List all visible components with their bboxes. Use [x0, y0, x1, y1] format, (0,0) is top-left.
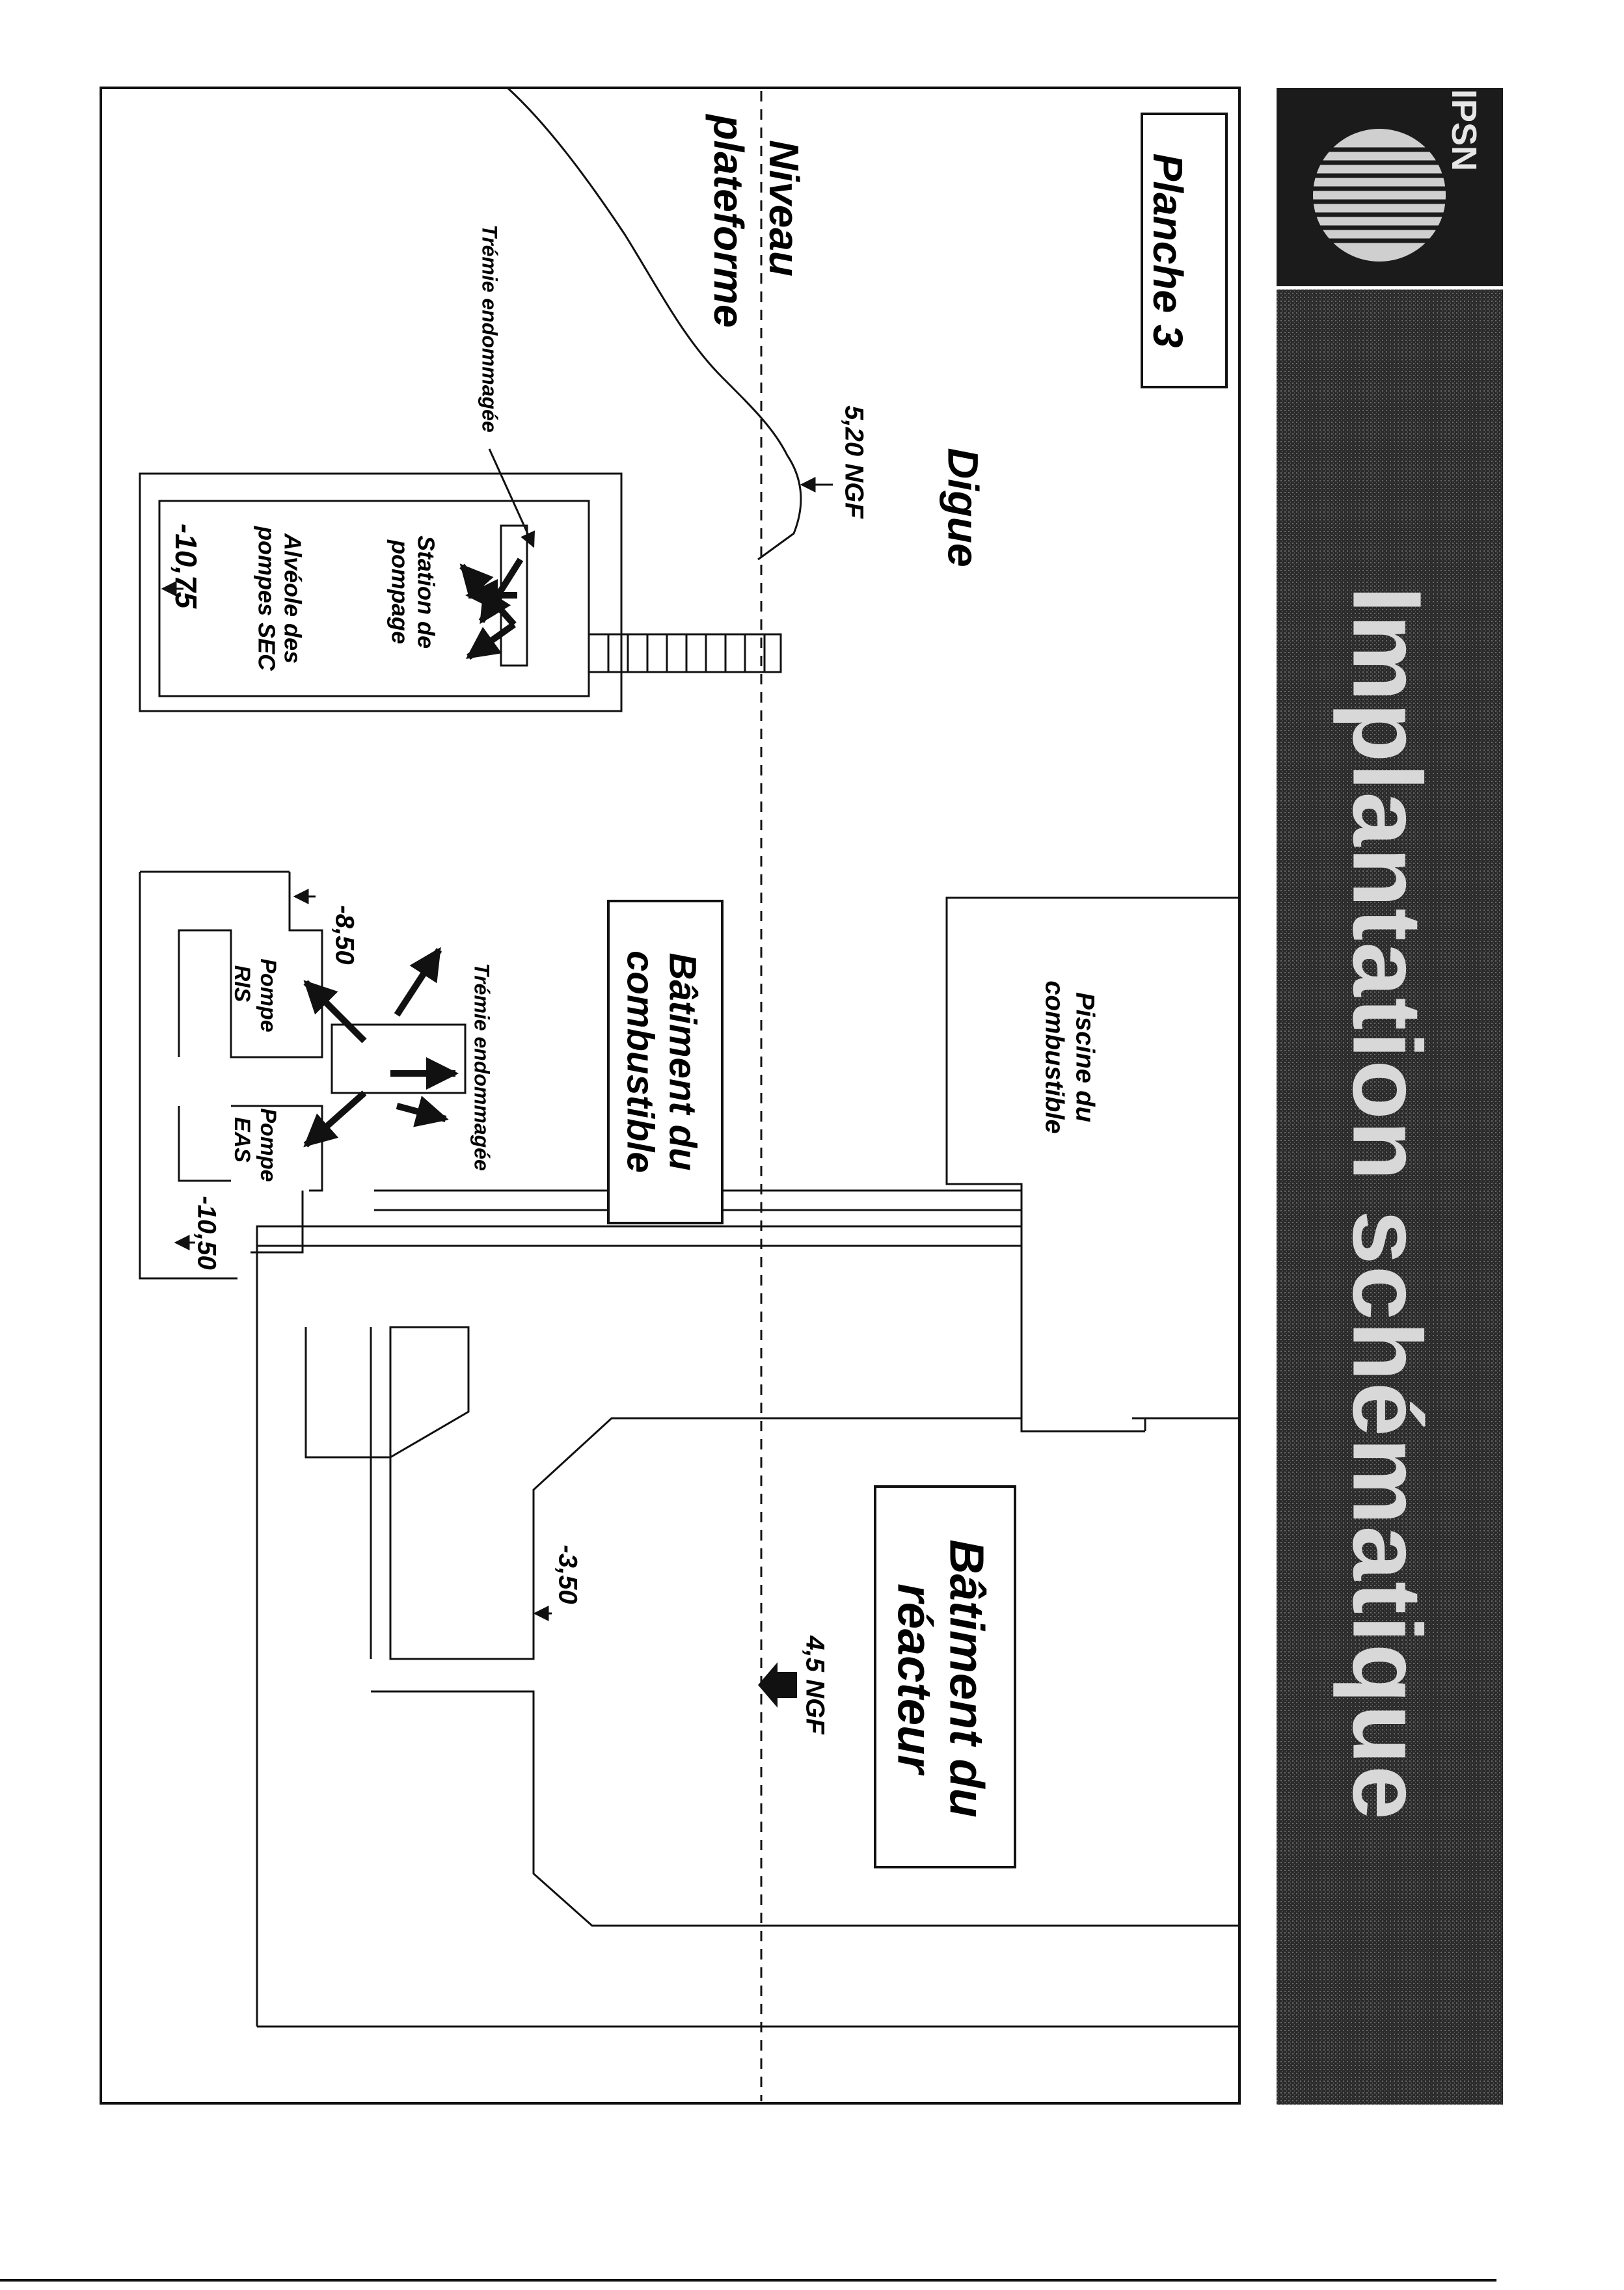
level-45-arrow: [758, 1662, 797, 1708]
banner-title: Implantation schématique: [1333, 586, 1442, 1821]
level-850-label: -8,50: [330, 905, 359, 964]
tremie-1-label: Trémie endommagée: [478, 224, 502, 433]
tremie-2-label: Trémie endommagée: [470, 963, 494, 1171]
tremie-1-leader: [488, 448, 535, 548]
level-350-label: -3,50: [553, 1544, 582, 1604]
reactor-building-label-box: [874, 1485, 1016, 1868]
niveau-label-line2: plateforme: [705, 113, 752, 327]
plate-title: Planche 3: [1144, 154, 1191, 348]
pompe-eas-line1: Pompe: [256, 1108, 280, 1181]
logo-text: IPSN: [1444, 89, 1483, 171]
fuel-building-label-box: [607, 900, 724, 1224]
pompe-ris-line1: Pompe: [256, 958, 280, 1032]
digue-label: Digue: [940, 448, 988, 567]
reactor-building-label-line1: Bâtiment du: [940, 1539, 994, 1818]
pompe-eas-line2: EAS: [230, 1117, 254, 1163]
reactor-building: [257, 1326, 1239, 2028]
station-label-line1: Station de: [413, 535, 439, 649]
alveole-label-line1: Alvéole des: [279, 533, 306, 664]
level-1050-label: -10,50: [192, 1196, 221, 1269]
logo-emblem: [1313, 129, 1446, 262]
fuel-building: [139, 870, 1239, 2027]
alveole-label-line2: pompes SEC: [253, 526, 280, 671]
level-1075-label: -10,75: [169, 524, 203, 610]
tremie-2-box: [331, 1023, 467, 1094]
banner: [1277, 290, 1503, 2105]
piscine-label-line1: Piscine du: [1070, 992, 1099, 1122]
main-frame: [100, 87, 1241, 2105]
digue-level-label: 5,20 NGF: [839, 405, 868, 519]
niveau-label-line1: Niveau: [761, 140, 807, 276]
level-45-label: 4,5 NGF: [800, 1635, 829, 1735]
pompe-ris-line2: RIS: [230, 965, 254, 1003]
plate-title-box: [1141, 113, 1228, 388]
pumping-station: [139, 472, 623, 712]
leak-arrows-2: [303, 947, 459, 1148]
piscine-label-line2: combustible: [1040, 980, 1068, 1134]
fuel-building-label-line1: Bâtiment du: [662, 952, 704, 1170]
header-band: IPSN Implantation schématique: [1277, 88, 1503, 2105]
reactor-building-label-line2: réacteur: [887, 1583, 941, 1776]
intake-grating: [588, 633, 782, 673]
station-label-line2: pompage: [386, 539, 413, 644]
fuel-building-label-line2: combustible: [619, 950, 662, 1173]
dike-profile: [506, 87, 802, 561]
leak-arrows-1: [459, 558, 524, 660]
